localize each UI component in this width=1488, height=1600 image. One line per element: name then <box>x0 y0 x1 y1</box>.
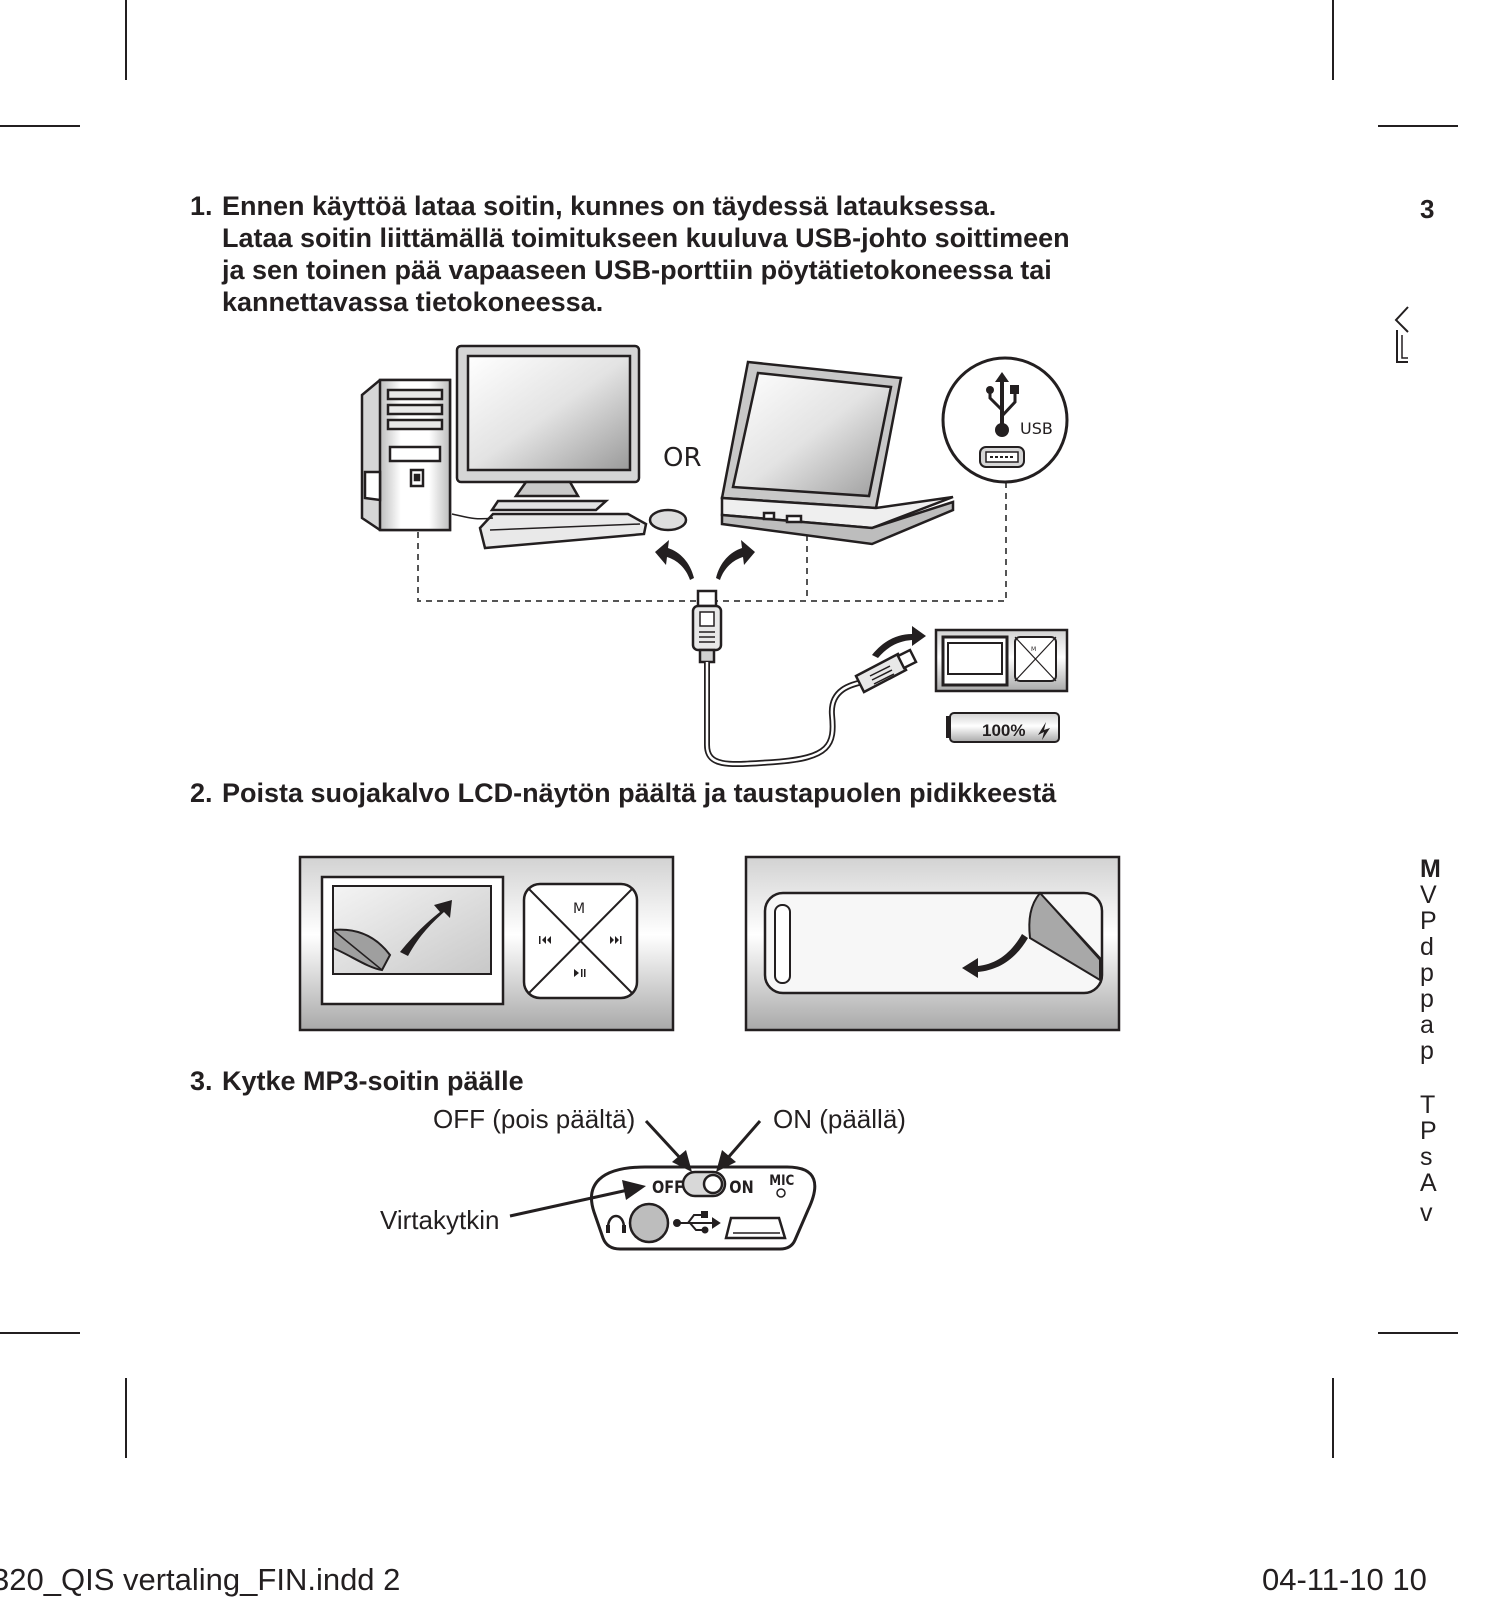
slug-file-name: 320_QIS vertaling_FIN.indd 2 <box>0 1562 401 1597</box>
adjacent-page-number: 3 <box>1420 196 1435 222</box>
adjacent-page-text: a <box>1420 1012 1434 1038</box>
adjacent-page-text: P <box>1420 1118 1437 1144</box>
adjacent-page-text: P <box>1420 908 1437 934</box>
player-back-peel-illustration <box>744 855 1121 1032</box>
switch-off-label: OFF <box>652 1177 684 1197</box>
callout-arrows <box>509 1119 762 1218</box>
on-callout-label: ON (päällä) <box>773 1104 906 1134</box>
slug-date: 04-11-10 10 <box>1262 1562 1427 1597</box>
usb-label: USB <box>1020 419 1053 438</box>
next-track-icon <box>610 936 622 944</box>
adjacent-page-text: v <box>1420 1200 1433 1226</box>
step-3-number: 3. <box>190 1066 213 1096</box>
crop-mark <box>1378 125 1458 127</box>
mini-usb-plug-icon <box>854 648 918 694</box>
power-switch-illustration: OFF ON MIC <box>590 1165 817 1251</box>
desktop-tower-icon <box>360 378 452 532</box>
step-2: 2. Poista suojakalvo LCD-näytön päältä j… <box>190 777 1190 809</box>
previous-track-icon <box>539 936 551 944</box>
crop-mark <box>125 1378 127 1458</box>
insert-arrows <box>655 540 755 580</box>
step-3: 3. Kytke MP3-soitin päälle <box>190 1065 790 1097</box>
crop-mark <box>0 1332 80 1334</box>
adjacent-page-heading: M <box>1420 856 1440 882</box>
mp3-player-small-icon: M <box>934 628 1069 693</box>
crop-mark <box>1332 1378 1334 1458</box>
battery-full-icon: 100% <box>946 712 1060 743</box>
usb-cable <box>704 662 869 767</box>
adjacent-page-fragment <box>1394 306 1409 363</box>
switch-on-label: ON <box>729 1177 753 1197</box>
adjacent-page-text: p <box>1420 1038 1434 1064</box>
step-1-line-3: ja sen toinen pää vapaaseen USB-porttiin… <box>222 255 1052 285</box>
adjacent-page-text: T <box>1420 1092 1436 1118</box>
power-switch-callout-label: Virtakytkin <box>380 1205 500 1235</box>
step-1-line-2: Lataa soitin liittämällä toimitukseen ku… <box>222 223 1070 253</box>
battery-percent-label: 100% <box>982 721 1025 740</box>
crop-mark <box>1332 0 1334 80</box>
adjacent-page-text: A <box>1420 1170 1437 1196</box>
adjacent-page-text: s <box>1420 1144 1433 1170</box>
step-2-text: Poista suojakalvo LCD-näytön päältä ja t… <box>222 778 1057 808</box>
player-front-peel-illustration: M <box>298 855 675 1032</box>
play-pause-icon <box>574 969 586 977</box>
crop-mark <box>0 125 80 127</box>
adjacent-page-text: p <box>1420 960 1434 986</box>
step-1-number: 1. <box>190 191 213 221</box>
adjacent-page-text: d <box>1420 934 1434 960</box>
off-callout-label: OFF (pois päältä) <box>433 1104 636 1134</box>
mic-label: MIC <box>769 1173 794 1189</box>
step-1: 1. Ennen käyttöä lataa soitin, kunnes on… <box>190 190 1190 320</box>
player-small-m-label: M <box>1031 646 1036 653</box>
step-1-line-1: Ennen käyttöä lataa soitin, kunnes on tä… <box>222 191 997 221</box>
arrow-to-player <box>872 626 926 658</box>
step-1-line-4: kannettavassa tietokoneessa. <box>222 287 604 317</box>
adjacent-page-text: p <box>1420 986 1434 1012</box>
laptop-icon <box>720 360 955 546</box>
step-2-number: 2. <box>190 778 213 808</box>
or-label: OR <box>663 443 702 473</box>
player-button-m-label: M <box>573 901 585 917</box>
crop-mark <box>1378 1332 1458 1334</box>
usb-port-callout: USB <box>941 356 1069 484</box>
step-3-text: Kytke MP3-soitin päälle <box>222 1066 524 1096</box>
crop-mark <box>125 0 127 80</box>
adjacent-page-text: V <box>1420 882 1437 908</box>
desktop-monitor-icon <box>451 344 688 550</box>
usb-plug-icon <box>691 589 723 664</box>
headphone-icon <box>606 1214 626 1229</box>
usb-symbol-icon <box>673 1211 721 1234</box>
